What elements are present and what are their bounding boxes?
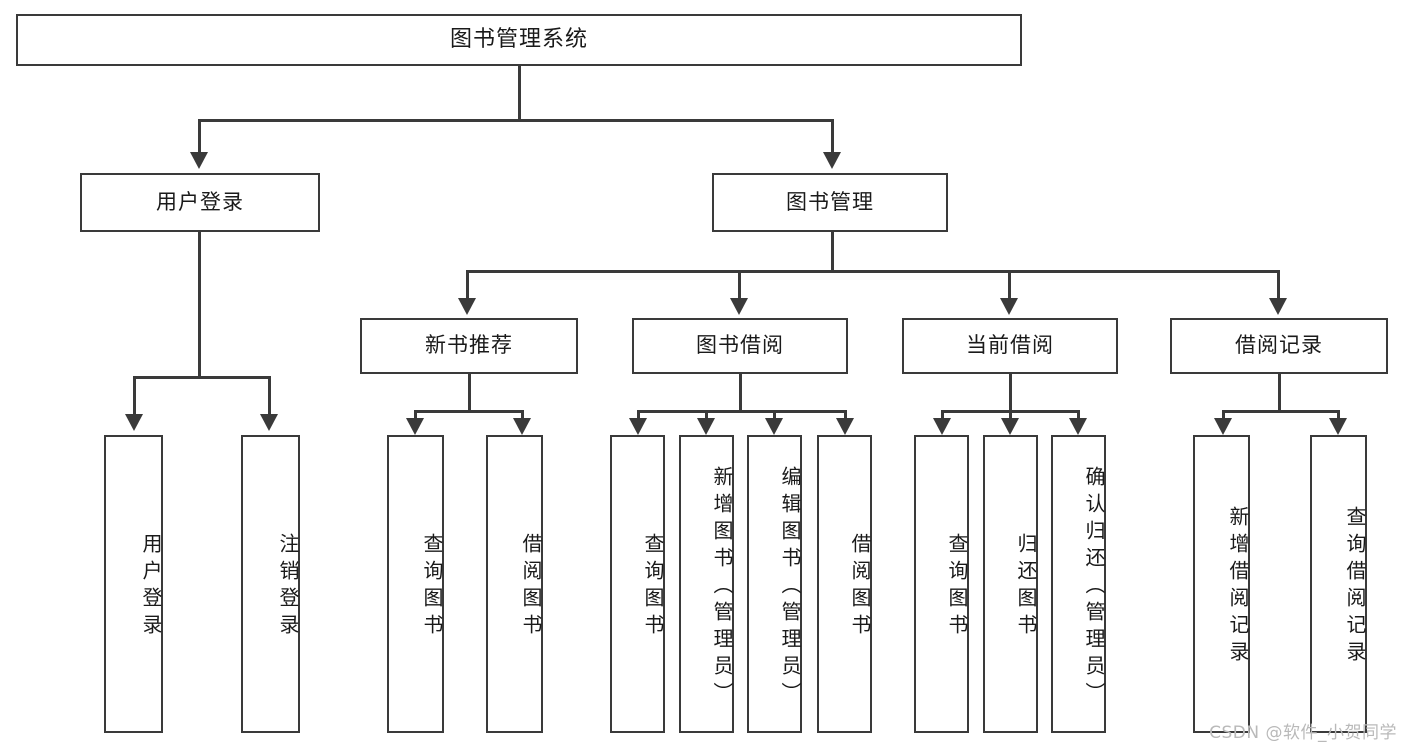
arrow-user-login-leaf-1 xyxy=(125,414,143,431)
edge-book-borrow-bus xyxy=(637,410,847,413)
leaf-label: 编辑图书（管理员） xyxy=(778,465,802,709)
arrow-book-mgmt-child-4 xyxy=(1269,298,1287,315)
leaf-add-borrow-record[interactable]: 新增借阅记录 xyxy=(1193,435,1250,733)
leaf-label: 查询图书 xyxy=(641,533,665,641)
leaf-borrow-book[interactable]: 借阅图书 xyxy=(817,435,872,733)
arrow-book-mgmt-child-1 xyxy=(458,298,476,315)
node-new-book-recommend[interactable]: 新书推荐 xyxy=(360,318,578,374)
edge-new-book-drop-1 xyxy=(414,410,417,422)
arrow-book-borrow-leaf-4 xyxy=(836,418,854,435)
leaf-label: 新增图书（管理员） xyxy=(710,465,734,709)
leaf-label: 借阅图书 xyxy=(848,533,872,641)
edge-borrow-record-stem xyxy=(1278,374,1281,412)
edge-root-to-book-mgmt xyxy=(831,119,834,156)
edge-book-mgmt-drop-2 xyxy=(738,270,741,302)
arrow-new-book-leaf-2 xyxy=(513,418,531,435)
leaf-label: 查询图书 xyxy=(420,533,444,641)
arrow-borrow-record-leaf-2 xyxy=(1329,418,1347,435)
node-root-system[interactable]: 图书管理系统 xyxy=(16,14,1022,66)
arrow-current-borrow-leaf-1 xyxy=(933,418,951,435)
edge-root-to-user-login xyxy=(198,119,201,156)
arrow-root-to-user-login xyxy=(190,152,208,169)
leaf-return-book[interactable]: 归还图书 xyxy=(983,435,1038,733)
edge-user-login-stem xyxy=(198,232,201,376)
edge-current-borrow-drop-1 xyxy=(941,410,944,422)
edge-book-borrow-drop-1 xyxy=(637,410,640,422)
node-book-borrow[interactable]: 图书借阅 xyxy=(632,318,848,374)
leaf-add-book-admin[interactable]: 新增图书（管理员） xyxy=(679,435,734,733)
leaf-label: 归还图书 xyxy=(1014,533,1038,641)
leaf-label: 借阅图书 xyxy=(519,533,543,641)
leaf-user-login[interactable]: 用户登录 xyxy=(104,435,163,733)
arrow-book-borrow-leaf-3 xyxy=(765,418,783,435)
leaf-borrow-book-recommend[interactable]: 借阅图书 xyxy=(486,435,543,733)
leaf-label: 用户登录 xyxy=(139,533,163,641)
edge-borrow-record-bus xyxy=(1222,410,1340,413)
edge-borrow-record-drop-1 xyxy=(1222,410,1225,422)
arrow-root-to-book-mgmt xyxy=(823,152,841,169)
edge-book-borrow-drop-3 xyxy=(773,410,776,422)
edge-new-book-drop-2 xyxy=(521,410,524,422)
edge-book-mgmt-bus xyxy=(466,270,1280,273)
leaf-edit-book-admin[interactable]: 编辑图书（管理员） xyxy=(747,435,802,733)
edge-book-borrow-drop-2 xyxy=(705,410,708,422)
edge-root-stem xyxy=(518,66,521,119)
edge-book-mgmt-drop-3 xyxy=(1008,270,1011,302)
edge-new-book-bus xyxy=(414,410,524,413)
edge-book-mgmt-drop-4 xyxy=(1277,270,1280,302)
leaf-label: 查询图书 xyxy=(945,533,969,641)
edge-current-borrow-stem xyxy=(1009,374,1012,412)
edge-current-borrow-drop-2 xyxy=(1009,410,1012,422)
edge-book-borrow-stem xyxy=(739,374,742,412)
edge-user-login-drop-2 xyxy=(268,376,271,418)
edge-user-login-drop-1 xyxy=(133,376,136,418)
leaf-query-book-current[interactable]: 查询图书 xyxy=(914,435,969,733)
edge-book-mgmt-drop-1 xyxy=(466,270,469,302)
leaf-label: 新增借阅记录 xyxy=(1226,506,1250,668)
edge-current-borrow-drop-3 xyxy=(1077,410,1080,422)
arrow-current-borrow-leaf-2 xyxy=(1001,418,1019,435)
leaf-label: 查询借阅记录 xyxy=(1343,506,1367,668)
arrow-borrow-record-leaf-1 xyxy=(1214,418,1232,435)
arrow-book-mgmt-child-3 xyxy=(1000,298,1018,315)
edge-book-mgmt-stem xyxy=(831,232,834,272)
watermark-text: CSDN @软件_小贺同学 xyxy=(1209,723,1397,743)
node-book-management[interactable]: 图书管理 xyxy=(712,173,948,232)
leaf-query-book-borrow[interactable]: 查询图书 xyxy=(610,435,665,733)
node-current-borrow[interactable]: 当前借阅 xyxy=(902,318,1118,374)
node-user-login[interactable]: 用户登录 xyxy=(80,173,320,232)
edge-borrow-record-drop-2 xyxy=(1337,410,1340,422)
edge-user-login-bus xyxy=(133,376,271,379)
edge-root-bus xyxy=(198,119,834,122)
arrow-current-borrow-leaf-3 xyxy=(1069,418,1087,435)
leaf-query-borrow-record[interactable]: 查询借阅记录 xyxy=(1310,435,1367,733)
leaf-query-book-recommend[interactable]: 查询图书 xyxy=(387,435,444,733)
arrow-book-borrow-leaf-2 xyxy=(697,418,715,435)
leaf-confirm-return-admin[interactable]: 确认归还（管理员） xyxy=(1051,435,1106,733)
arrow-book-mgmt-child-2 xyxy=(730,298,748,315)
edge-new-book-stem xyxy=(468,374,471,412)
arrow-book-borrow-leaf-1 xyxy=(629,418,647,435)
arrow-user-login-leaf-2 xyxy=(260,414,278,431)
node-borrow-record[interactable]: 借阅记录 xyxy=(1170,318,1388,374)
arrow-new-book-leaf-1 xyxy=(406,418,424,435)
leaf-label: 确认归还（管理员） xyxy=(1082,465,1106,709)
edge-book-borrow-drop-4 xyxy=(844,410,847,422)
leaf-label: 注销登录 xyxy=(276,533,300,641)
leaf-logout[interactable]: 注销登录 xyxy=(241,435,300,733)
